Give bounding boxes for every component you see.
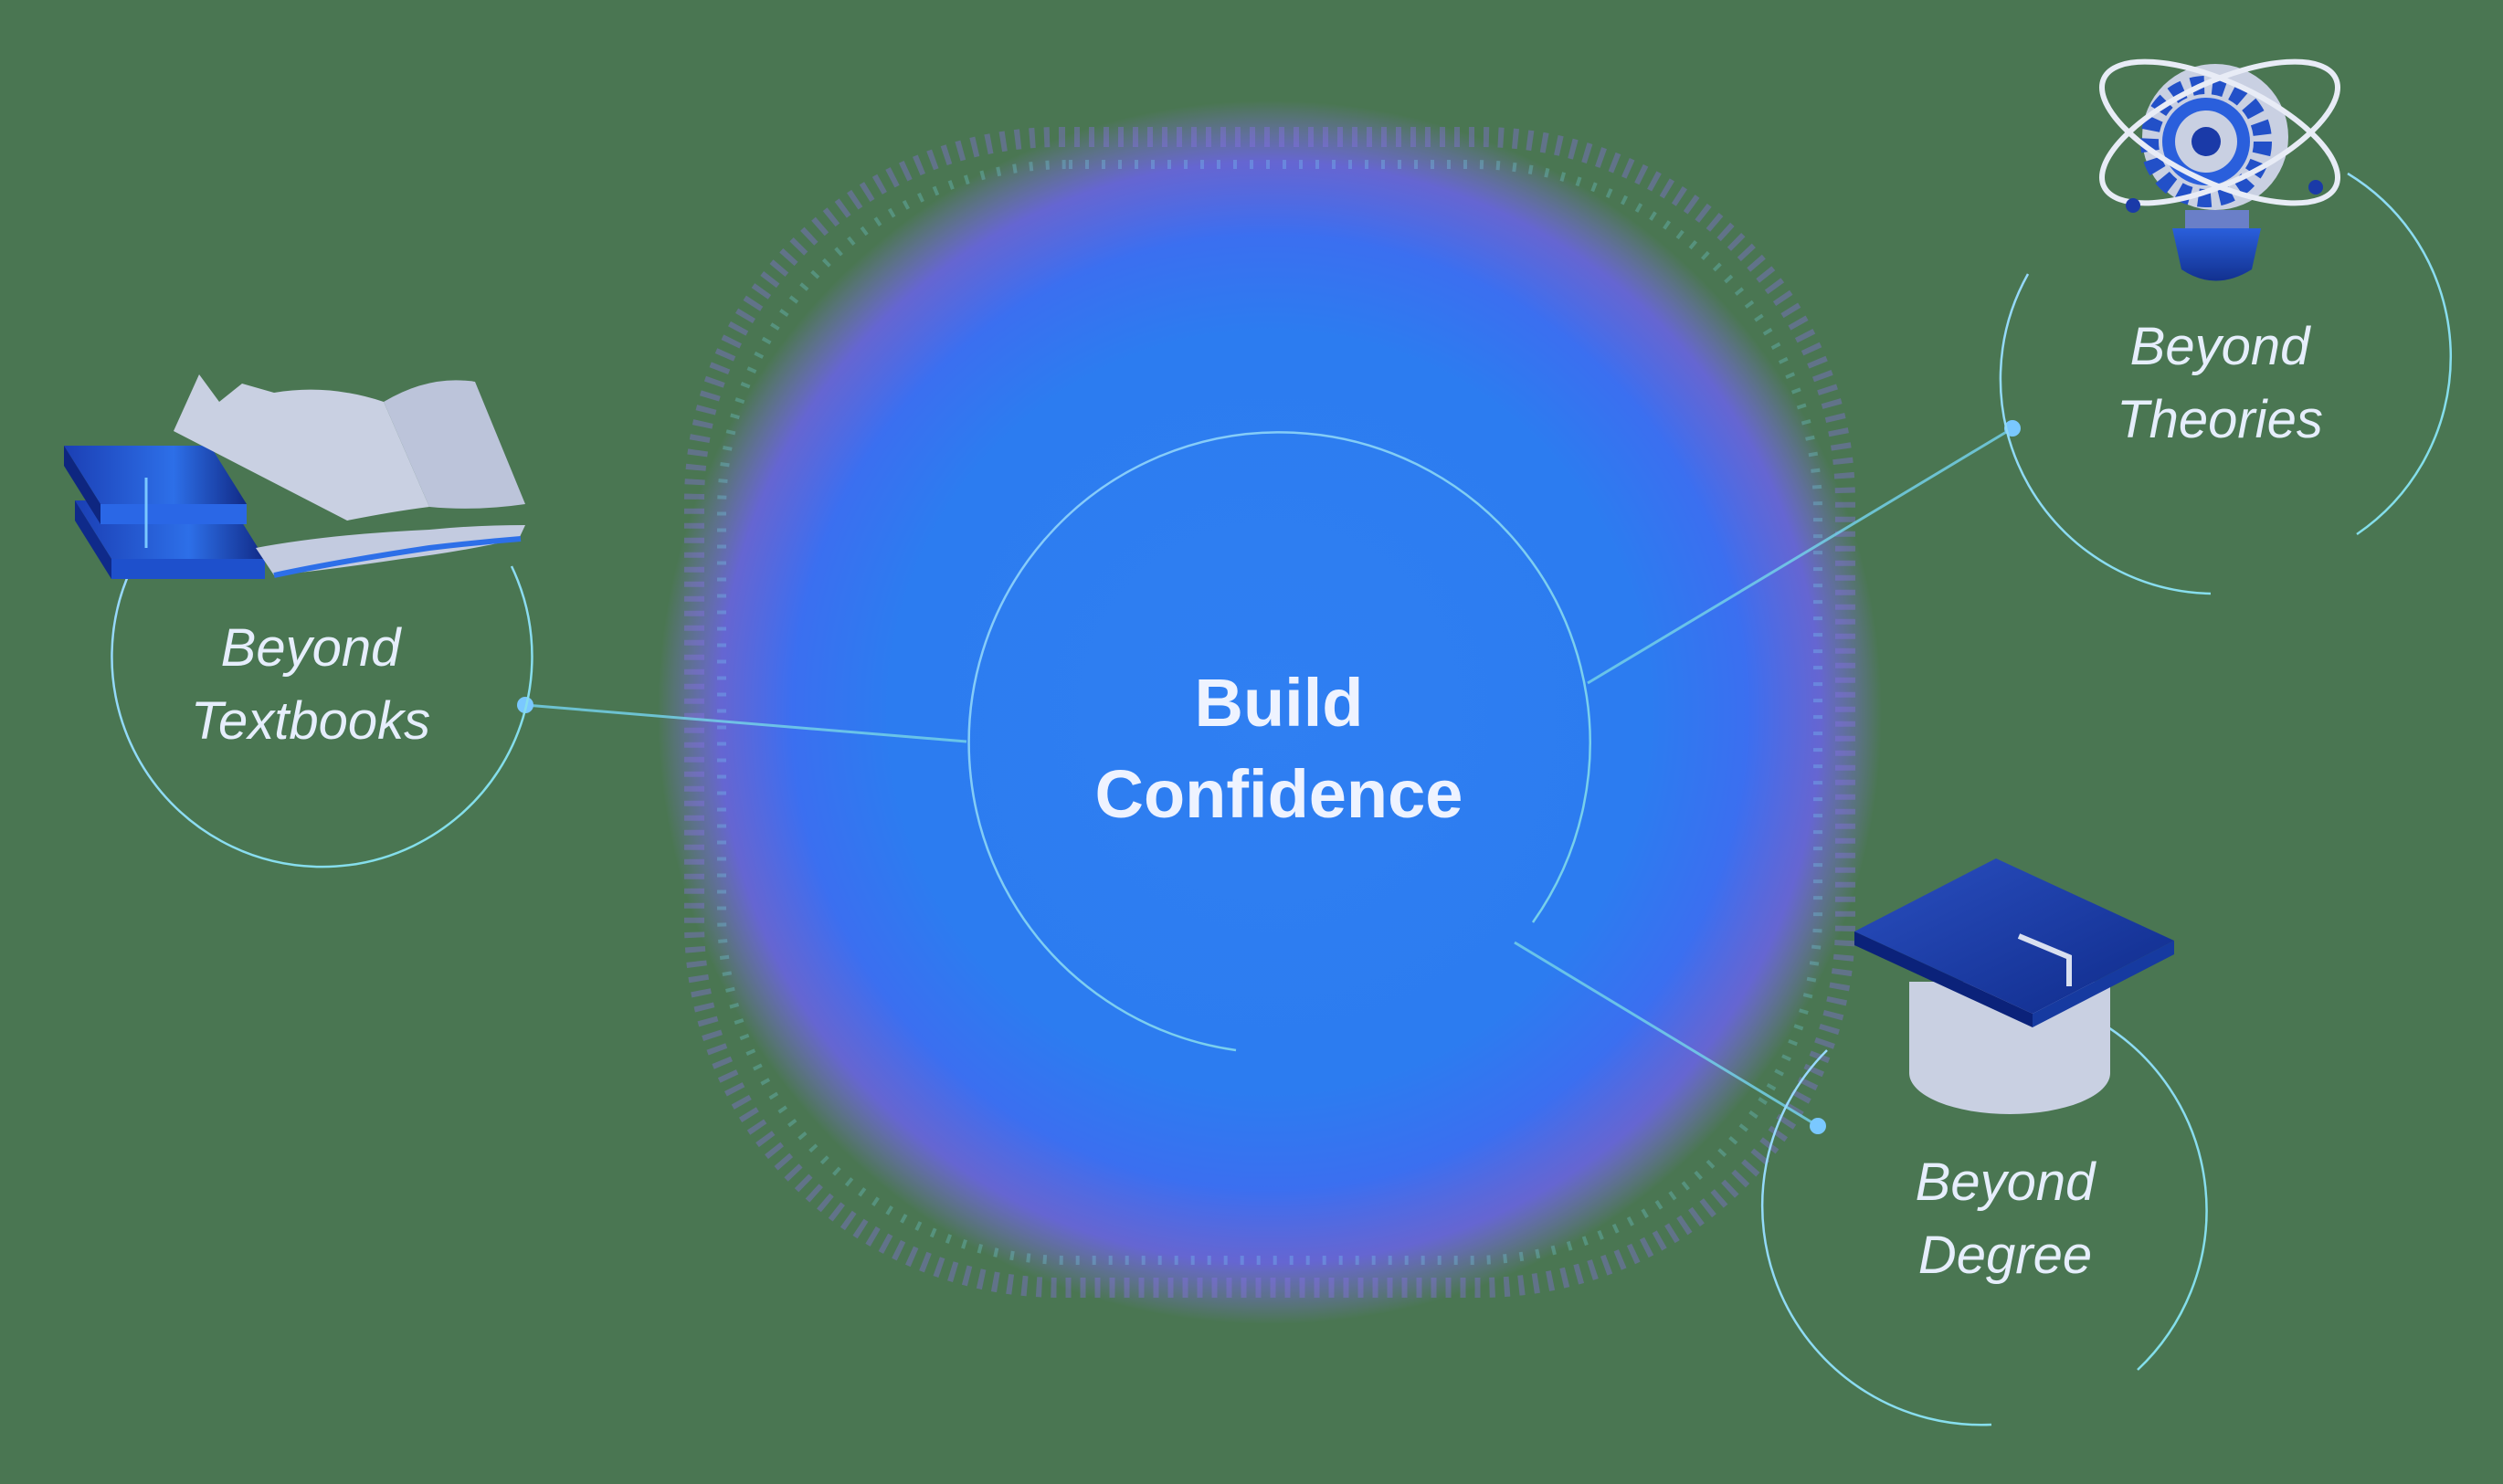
node-degree-line-2: Degree [1917,1226,2093,1285]
node-label-degree: Beyond Degree [1827,1146,2183,1292]
node-label-textbooks: Beyond Textbooks [128,612,493,758]
connector-dot-degree [1810,1118,1826,1134]
node-theories-line-2: Theories [2117,390,2323,449]
center-ring [967,431,1591,1052]
node-degree-line-1: Beyond [1915,1152,2096,1212]
connectors [524,426,2013,1128]
ring-textbooks [111,556,533,868]
connector-dot-textbooks [517,697,533,713]
ring-theories [1999,172,2453,595]
connector-dot-theories [2004,420,2021,437]
center-title-line-1: Build [1194,665,1364,741]
center-title: Build Confidence [1005,658,1553,840]
node-label-theories: Beyond Theories [2037,310,2403,457]
lightbulb-gear-icon [2099,58,2340,281]
node-rings [111,172,2453,1426]
node-textbooks-line-1: Beyond [220,618,401,678]
center-glow [658,100,1882,1324]
connector-textbooks [524,703,967,743]
node-textbooks-line-2: Textbooks [190,691,431,751]
books-icon [64,374,525,579]
connector-theories [1587,426,2013,685]
graduation-cap-icon [1854,858,2174,1114]
center-title-line-2: Confidence [1094,756,1463,832]
connector-degree [1514,941,1819,1128]
ring-degree [1760,1021,2208,1426]
node-theories-line-1: Beyond [2129,317,2310,376]
